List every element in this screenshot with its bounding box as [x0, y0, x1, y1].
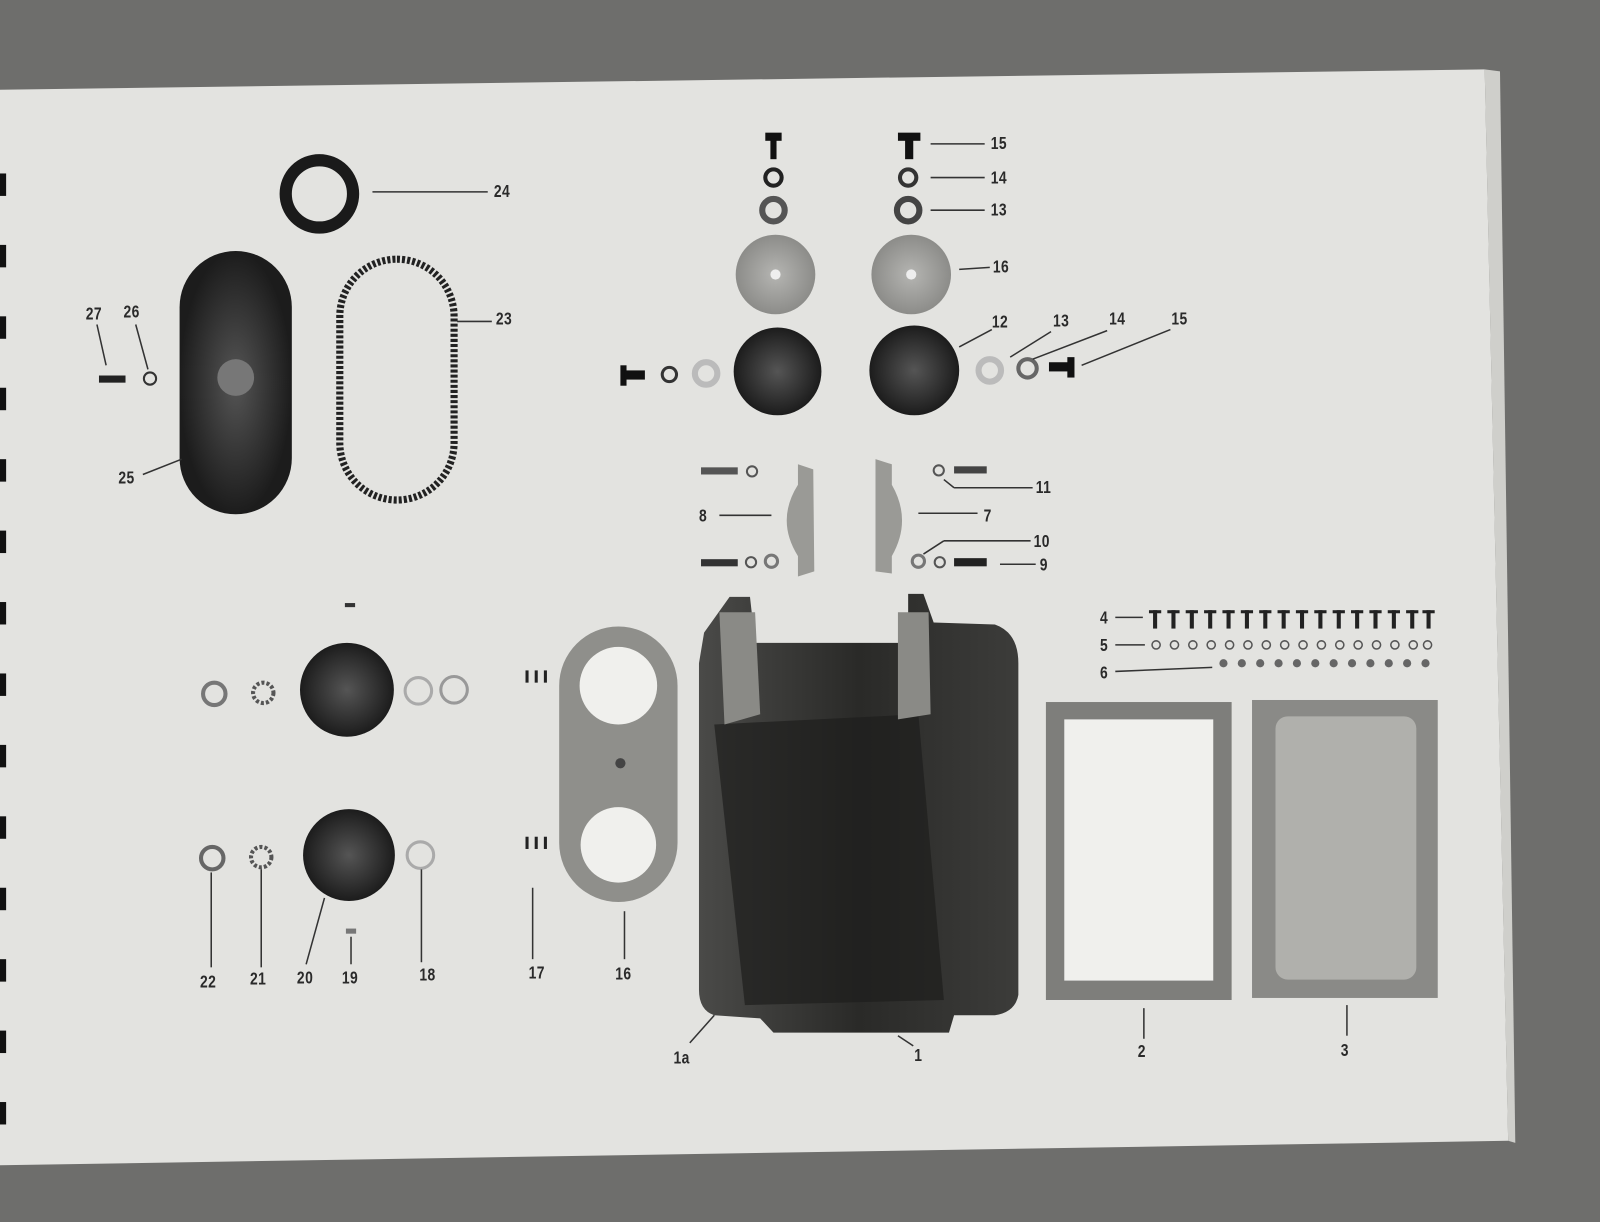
oil-seal-24 [279, 154, 360, 234]
callout-26: 26 [123, 302, 140, 322]
callout-24: 24 [493, 181, 511, 202]
hub-stack-right [869, 132, 1075, 416]
callout-16-top: 16 [992, 257, 1010, 277]
callout-22: 22 [199, 972, 217, 992]
callout-17: 17 [528, 963, 545, 983]
washer-26 [142, 371, 158, 386]
callout-13-side: 13 [1053, 311, 1070, 331]
sprocket-group-lower [198, 809, 436, 934]
callout-27: 27 [85, 304, 102, 324]
spiral-binding [0, 173, 7, 1125]
callout-13-top: 13 [990, 199, 1008, 220]
leader-lines [96, 143, 1348, 1047]
callout-11: 11 [1035, 477, 1052, 497]
callout-21: 21 [249, 969, 267, 989]
bearing-brackets [701, 459, 987, 577]
callout-3: 3 [1340, 1040, 1349, 1061]
callout-15-top: 15 [990, 133, 1008, 154]
screws-4 [1148, 610, 1435, 629]
hub-stack-left [620, 132, 822, 416]
sprocket-group-upper [201, 603, 469, 737]
callout-4: 4 [1099, 608, 1109, 628]
lock-washers-6 [1219, 659, 1430, 668]
callout-20: 20 [296, 968, 314, 988]
housing-1 [698, 593, 1019, 1033]
callout-16-bottom: 16 [615, 964, 632, 984]
callout-19: 19 [341, 968, 359, 988]
page-edge-shadow [1484, 69, 1516, 1143]
callout-10: 10 [1033, 531, 1050, 552]
callout-14-top: 14 [990, 168, 1008, 188]
callout-6: 6 [1099, 663, 1109, 683]
callout-25: 25 [118, 468, 135, 488]
cover-hub [217, 359, 255, 396]
callout-23: 23 [495, 309, 513, 329]
callout-1: 1 [914, 1045, 923, 1066]
callout-2: 2 [1137, 1041, 1146, 1062]
callout-1a: 1a [673, 1047, 690, 1068]
callout-5: 5 [1099, 635, 1109, 656]
callout-15-side: 15 [1171, 309, 1188, 329]
bolt-27 [98, 375, 126, 383]
callout-14-side: 14 [1109, 309, 1126, 329]
callout-8: 8 [698, 506, 708, 526]
gasket-2 [1045, 702, 1232, 1000]
callout-18: 18 [419, 965, 436, 985]
callout-7: 7 [983, 506, 992, 526]
plate-16 [559, 626, 678, 903]
callout-9: 9 [1039, 555, 1048, 575]
washers-5 [1151, 640, 1433, 650]
screws-17 [525, 670, 547, 849]
callout-12: 12 [991, 312, 1009, 332]
cover-plate-3 [1252, 699, 1438, 998]
